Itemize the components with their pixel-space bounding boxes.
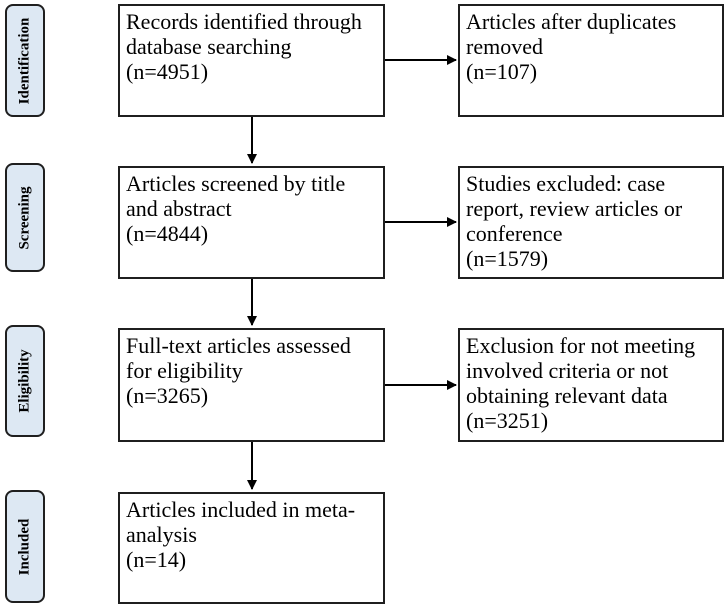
box-line: for eligibility (126, 358, 243, 383)
box-line: (n=107) (466, 59, 538, 84)
stage-tab-screening: Screening (5, 163, 45, 272)
box-line: Studies excluded: case (466, 171, 666, 196)
stage-tab-included: Included (5, 490, 45, 603)
box-line: and abstract (126, 196, 232, 221)
box-exclusion-criteria: Exclusion for not meeting involved crite… (458, 328, 724, 442)
box-articles-included: Articles included in meta- analysis (n=1… (118, 492, 385, 604)
box-line: involved criteria or not (466, 358, 669, 383)
box-line: Records identified through (126, 9, 362, 34)
box-line: (n=4951) (126, 59, 209, 84)
stage-tab-identification: Identification (5, 4, 45, 117)
box-line: (n=4844) (126, 221, 209, 246)
box-line: obtaining relevant data (466, 383, 668, 408)
box-line: Articles screened by title (126, 171, 346, 196)
box-articles-screened: Articles screened by title and abstract … (118, 166, 385, 279)
box-line: database searching (126, 34, 292, 59)
box-records-identified: Records identified through database sear… (118, 4, 385, 117)
box-line: Articles after duplicates (466, 9, 677, 34)
box-line: Full-text articles assessed (126, 333, 351, 358)
box-line: Exclusion for not meeting (466, 333, 696, 358)
box-line: analysis (126, 522, 197, 547)
box-line: conference (466, 221, 563, 246)
box-after-duplicates-removed: Articles after duplicates removed (n=107… (458, 4, 724, 117)
stage-tab-eligibility: Eligibility (5, 325, 45, 437)
box-studies-excluded: Studies excluded: case report, review ar… (458, 166, 724, 279)
box-line: report, review articles or (466, 196, 683, 221)
box-line: removed (466, 34, 543, 59)
box-line: Articles included in meta- (126, 497, 356, 522)
box-line: (n=14) (126, 547, 187, 572)
box-line: (n=1579) (466, 246, 549, 271)
box-full-text-assessed: Full-text articles assessed for eligibil… (118, 328, 385, 442)
box-line: (n=3251) (466, 408, 549, 433)
box-line: (n=3265) (126, 383, 209, 408)
